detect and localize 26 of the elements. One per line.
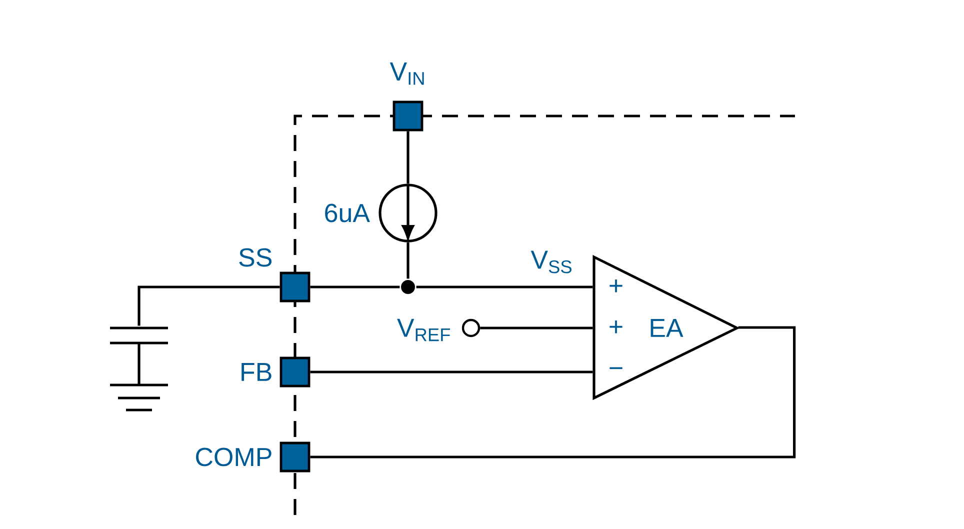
input-sign: − [610, 367, 622, 370]
node-label: V$_{REF}$ [397, 318, 450, 342]
pin-box: COMP [196, 442, 310, 472]
node-label: COMP [196, 448, 272, 466]
current-source-symbol [378, 184, 438, 242]
terminal: V$_{REF}$ [397, 318, 480, 342]
current-value: 6uA [325, 204, 370, 222]
junction-dot [401, 280, 415, 294]
pin-box: FB [242, 356, 310, 388]
wire [416, 286, 593, 288]
wire [310, 286, 400, 288]
wire [310, 326, 796, 458]
input-sign: + [610, 280, 622, 292]
pin-box: SS [239, 248, 310, 302]
node-label: FB [242, 363, 272, 381]
pin-box: V$_{IN}$ [390, 62, 424, 132]
wire [480, 326, 593, 330]
wire [406, 242, 410, 279]
edge-label: V$_{SS}$ [528, 248, 576, 276]
node-label: SS [239, 248, 272, 267]
wire [310, 370, 593, 374]
node-label: V$_{IN}$ [390, 62, 424, 85]
wire [406, 131, 410, 184]
wire [138, 286, 280, 326]
input-sign: + [610, 320, 622, 334]
capacitor-drawing [108, 326, 170, 412]
